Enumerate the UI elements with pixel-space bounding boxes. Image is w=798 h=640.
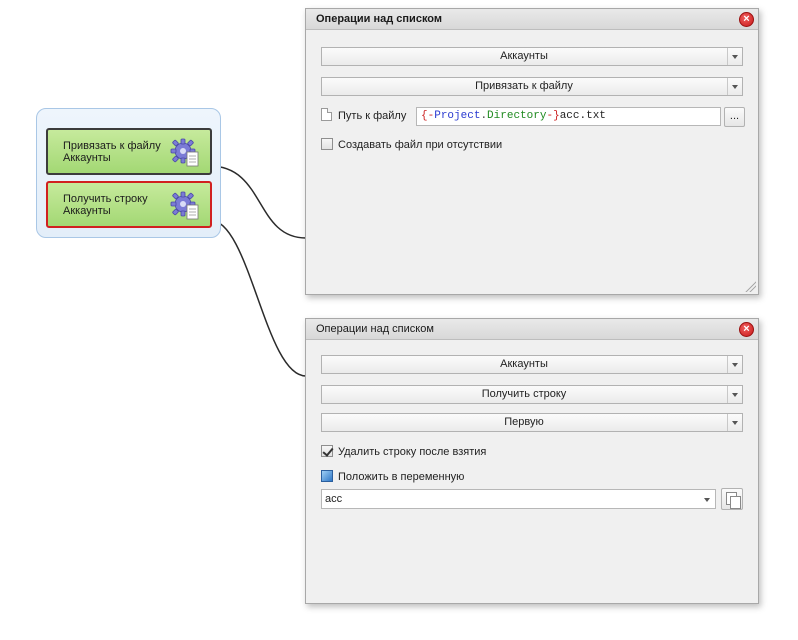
file-icon	[321, 108, 332, 121]
chevron-down-icon[interactable]	[727, 48, 742, 65]
chevron-down-icon[interactable]	[727, 386, 742, 403]
node-get-line-title: Получить строку	[63, 193, 148, 205]
node-bind-to-file-subtitle: Аккаунты	[63, 152, 111, 164]
close-icon[interactable]: ×	[739, 12, 754, 27]
chevron-down-icon[interactable]	[727, 356, 742, 373]
list-select[interactable]: Аккаунты	[321, 47, 743, 66]
variable-icon	[321, 470, 333, 482]
connector-node2-panel2	[209, 219, 307, 377]
panel-titlebar[interactable]: Операции над списком ×	[306, 319, 758, 340]
delete-line-checkbox[interactable]	[321, 445, 333, 457]
resize-grip-icon[interactable]	[744, 280, 756, 292]
list-select[interactable]: Аккаунты	[321, 355, 743, 374]
path-token-dot: .	[480, 110, 488, 122]
path-token-file: acc.txt	[559, 110, 606, 122]
path-token-directory: Directory	[487, 110, 547, 122]
path-token-dash: -	[546, 110, 554, 122]
path-label-row: Путь к файлу	[321, 107, 406, 125]
operation-select-value: Привязать к файлу	[475, 80, 573, 92]
operation-select-value: Получить строку	[481, 388, 567, 400]
connector-node1-panel1	[209, 165, 307, 239]
operation-select[interactable]: Получить строку	[321, 385, 743, 404]
chevron-down-icon[interactable]	[727, 78, 742, 95]
copy-icon[interactable]	[721, 488, 743, 510]
save-var-label: Положить в переменную	[338, 471, 465, 483]
position-select-value: Первую	[504, 416, 544, 428]
position-select[interactable]: Первую	[321, 413, 743, 432]
node-get-line-subtitle: Аккаунты	[63, 205, 111, 217]
gear-document-icon	[170, 191, 199, 220]
save-var-row: Положить в переменную	[321, 468, 464, 486]
node-bind-to-file-title: Привязать к файлу	[63, 140, 161, 152]
path-token-brace-close: }	[553, 110, 560, 122]
action-group[interactable]: Привязать к файлу Аккаунты Получить стро…	[36, 108, 221, 238]
create-file-checkbox[interactable]	[321, 138, 333, 150]
list-select-value: Аккаунты	[500, 358, 548, 370]
panel-title: Операции над списком	[316, 13, 443, 25]
delete-line-row[interactable]: Удалить строку после взятия	[321, 443, 486, 461]
node-get-line[interactable]: Получить строку Аккаунты	[46, 181, 212, 228]
path-token-project: Project	[434, 110, 481, 122]
create-file-row[interactable]: Создавать файл при отсутствии	[321, 136, 502, 154]
browse-button[interactable]: ...	[724, 107, 745, 127]
gear-document-icon	[170, 138, 199, 167]
panel-titlebar[interactable]: Операции над списком ×	[306, 9, 758, 30]
close-icon[interactable]: ×	[739, 322, 754, 337]
node-bind-to-file[interactable]: Привязать к файлу Аккаунты	[46, 128, 212, 175]
delete-line-label[interactable]: Удалить строку после взятия	[338, 446, 487, 458]
panel-title: Операции над списком	[316, 323, 434, 335]
create-file-label[interactable]: Создавать файл при отсутствии	[338, 139, 503, 151]
list-operations-panel-bind: Операции над списком × Аккаунты Привязат…	[305, 8, 759, 295]
chevron-down-icon[interactable]	[700, 490, 715, 508]
variable-value: acc	[325, 493, 343, 505]
chevron-down-icon[interactable]	[727, 414, 742, 431]
list-select-value: Аккаунты	[500, 50, 548, 62]
file-path-input[interactable]: {-Project.Directory-}acc.txt	[416, 107, 721, 126]
path-token-brace-open: {	[421, 110, 428, 122]
path-token-dash: -	[427, 110, 435, 122]
operation-select[interactable]: Привязать к файлу	[321, 77, 743, 96]
variable-combo[interactable]: acc	[321, 489, 716, 509]
path-label: Путь к файлу	[338, 110, 407, 122]
list-operations-panel-get: Операции над списком × Аккаунты Получить…	[305, 318, 759, 604]
